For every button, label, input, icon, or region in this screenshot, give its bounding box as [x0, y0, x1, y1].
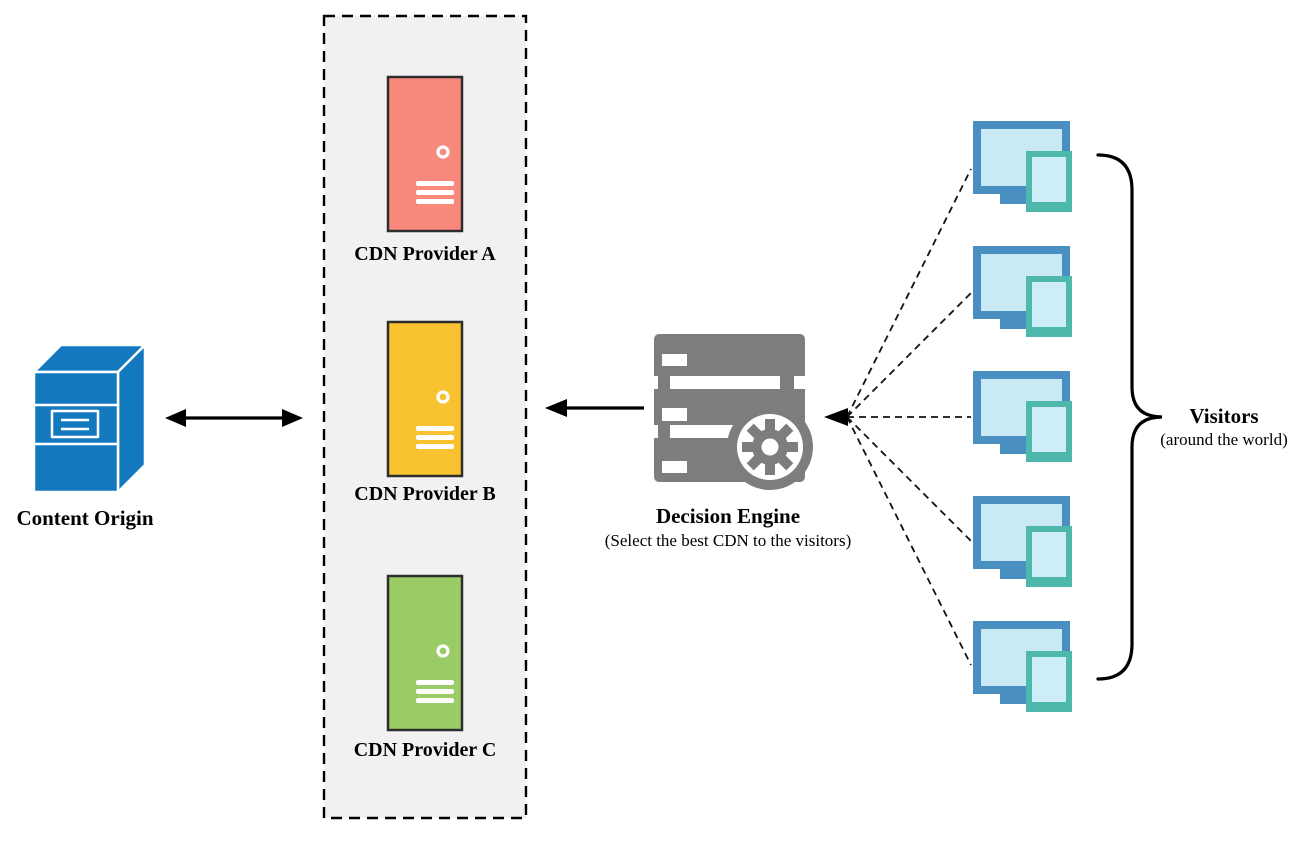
gear-icon [727, 404, 813, 490]
decision-engine-label: Decision Engine [655, 504, 801, 528]
cdn-provider-c-server-icon [386, 574, 464, 732]
power-led-icon [436, 644, 450, 658]
cdn-provider-a-label: CDN Provider A [354, 243, 496, 265]
cdn-provider-c-label: CDN Provider C [353, 739, 497, 761]
arrowhead-left-icon [165, 409, 186, 427]
cdn-provider-b-server-icon [386, 320, 464, 478]
origin-cdn-arrow [165, 409, 303, 427]
arrowhead-left-icon [545, 399, 567, 417]
curly-brace [1096, 153, 1163, 681]
visitor-device-icon [973, 121, 1072, 212]
vent-lines-icon [416, 181, 454, 204]
content-origin-label: Content Origin [16, 506, 154, 530]
engine-cdn-arrow [545, 399, 644, 417]
drawer-icon [50, 409, 100, 439]
cdn-provider-b-label: CDN Provider B [354, 483, 496, 505]
vent-lines-icon [416, 680, 454, 703]
visitor-device-icon [973, 496, 1072, 587]
power-led-icon [436, 145, 450, 159]
visitors-label: Visitors [1189, 404, 1259, 428]
decision-engine-server-icon [654, 334, 813, 490]
power-led-icon [436, 390, 450, 404]
arrowhead-left-icon [824, 408, 848, 426]
drive-slots [662, 354, 687, 473]
visitor-device-icon [973, 621, 1072, 712]
cdn-provider-a-server-icon [386, 75, 464, 233]
content-origin-server-icon [32, 343, 147, 494]
visitor-device-icon [973, 371, 1072, 462]
visitors-sublabel: (around the world) [1160, 430, 1288, 449]
visitor-device-icon [973, 246, 1072, 337]
decision-engine-sublabel: (Select the best CDN to the visitors) [604, 531, 852, 550]
vent-lines-icon [416, 426, 454, 449]
arrowhead-right-icon [282, 409, 303, 427]
visitor-connection-lines [846, 168, 972, 666]
